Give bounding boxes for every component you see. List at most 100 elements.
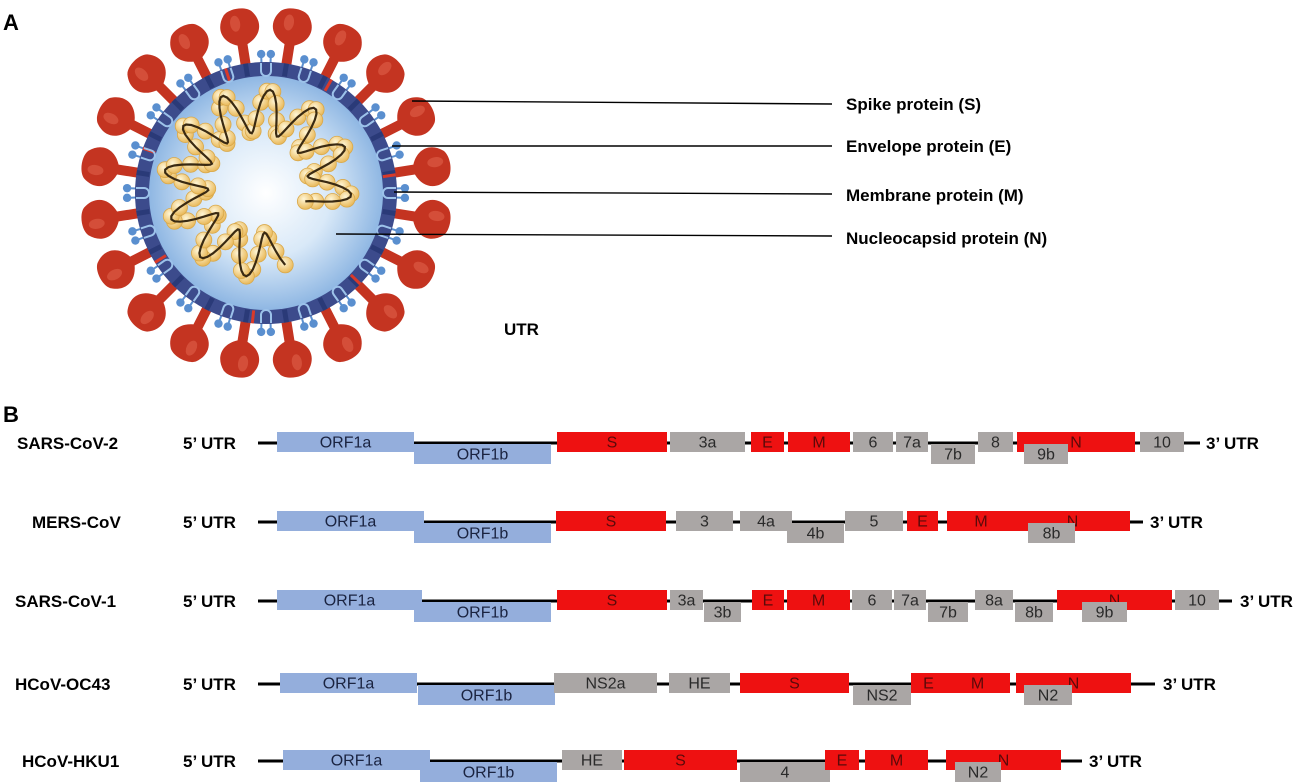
envelope-protein-mark bbox=[281, 63, 289, 77]
gene-label: E bbox=[837, 753, 848, 770]
membrane-protein-dot bbox=[347, 79, 356, 88]
gene-box bbox=[414, 602, 551, 622]
gene-label: NS2 bbox=[866, 688, 897, 705]
gene-s: S bbox=[624, 750, 737, 770]
gene-9b: 9b bbox=[1024, 444, 1068, 464]
gene-4a: 4a bbox=[740, 511, 792, 531]
gene-label: 7a bbox=[901, 593, 919, 610]
gene-label: 7b bbox=[939, 605, 957, 622]
gene-label: E bbox=[762, 435, 773, 452]
membrane-protein-dot bbox=[392, 236, 401, 245]
gene-label: 6 bbox=[869, 435, 878, 452]
utr-3prime: 3’ UTR bbox=[1163, 675, 1216, 694]
membrane-protein-dot bbox=[152, 274, 161, 283]
gene-label: M bbox=[812, 593, 825, 610]
gene-box bbox=[852, 590, 892, 610]
membrane-protein-dot bbox=[146, 266, 155, 275]
gene-label: E bbox=[923, 676, 934, 693]
gene-7b: 7b bbox=[931, 444, 975, 464]
membrane-loop bbox=[184, 84, 201, 101]
membrane-protein-dot bbox=[309, 319, 318, 328]
gene-box bbox=[787, 590, 850, 610]
membrane-protein-dot bbox=[377, 111, 386, 120]
gene-box bbox=[853, 685, 911, 705]
gene-label: ORF1b bbox=[461, 688, 513, 705]
strain-name: SARS-CoV-1 bbox=[15, 592, 116, 611]
gene-orf1b: ORF1b bbox=[414, 444, 551, 464]
gene-label: N bbox=[998, 753, 1010, 770]
gene-box bbox=[1028, 523, 1075, 543]
membrane-loop bbox=[136, 187, 150, 199]
membrane-protein-dot bbox=[128, 227, 137, 236]
gene-box bbox=[931, 444, 975, 464]
gene-box bbox=[751, 432, 784, 452]
envelope-protein-mark bbox=[317, 75, 328, 89]
envelope-protein-red bbox=[154, 254, 167, 264]
gene-box bbox=[928, 602, 968, 622]
gene-label: ORF1b bbox=[457, 526, 509, 543]
envelope-protein-red bbox=[224, 67, 231, 82]
envelope-protein-mark bbox=[370, 244, 384, 255]
gene-label: 9b bbox=[1037, 447, 1055, 464]
gene-box bbox=[978, 432, 1013, 452]
label-nucleocapsid-protein: Nucleocapsid protein (N) bbox=[846, 229, 1047, 248]
gene-label: ORF1a bbox=[325, 514, 377, 531]
gene-label: M bbox=[812, 435, 825, 452]
gene-box bbox=[1140, 432, 1184, 452]
gene-n2: N2 bbox=[1024, 685, 1072, 705]
gene-box bbox=[945, 673, 1010, 693]
gene-box bbox=[853, 432, 893, 452]
gene-3: 3 bbox=[676, 511, 733, 531]
membrane-protein-dot bbox=[214, 58, 223, 67]
spike-protein bbox=[351, 54, 405, 108]
spike-protein bbox=[81, 199, 143, 239]
panel-letter-a: A bbox=[3, 10, 19, 35]
spike-proteins bbox=[81, 8, 451, 378]
envelope-protein-mark bbox=[204, 297, 215, 311]
gene-label: S bbox=[607, 435, 618, 452]
callout-line-membrane bbox=[393, 191, 833, 195]
gene-box bbox=[554, 673, 657, 693]
envelope-protein-mark bbox=[148, 131, 162, 142]
gene-label: 3b bbox=[714, 605, 732, 622]
membrane-protein-dot bbox=[223, 322, 232, 331]
utr-5prime: 5’ UTR bbox=[183, 675, 236, 694]
gene-4b: 4b bbox=[787, 523, 844, 543]
gene-box bbox=[562, 750, 622, 770]
gene-s: S bbox=[557, 432, 667, 452]
membrane-loop bbox=[220, 67, 235, 83]
envelope-protein-mark bbox=[136, 170, 150, 178]
membrane-loop bbox=[331, 84, 348, 101]
envelope-protein-mark bbox=[243, 309, 251, 323]
gene-orf1a: ORF1a bbox=[277, 590, 422, 610]
membrane-protein-dot bbox=[122, 193, 132, 203]
gene-box bbox=[894, 590, 926, 610]
membrane-loop bbox=[297, 303, 312, 319]
gene-label: 10 bbox=[1188, 593, 1206, 610]
gene-3a: 3a bbox=[670, 590, 703, 610]
callout-line-spike bbox=[411, 100, 833, 105]
membrane-protein-dot bbox=[400, 183, 410, 193]
gene-box bbox=[788, 432, 850, 452]
membrane-loop bbox=[376, 224, 392, 239]
gene-orf1a: ORF1a bbox=[277, 432, 414, 452]
gene-label: M bbox=[971, 676, 984, 693]
gene-orf1b: ORF1b bbox=[420, 762, 557, 782]
gene-label: E bbox=[917, 514, 928, 531]
membrane-loop bbox=[184, 285, 201, 302]
spike-protein bbox=[272, 8, 312, 70]
gene-label: N bbox=[1067, 514, 1079, 531]
gene-box bbox=[752, 590, 784, 610]
gene-box bbox=[896, 432, 928, 452]
gene-label: ORF1b bbox=[463, 765, 515, 782]
gene-orf1a: ORF1a bbox=[277, 511, 424, 531]
envelope-protein-mark bbox=[243, 63, 251, 77]
gene-orf1b: ORF1b bbox=[414, 523, 551, 543]
gene-label: M bbox=[974, 514, 987, 531]
gene-6: 6 bbox=[853, 432, 893, 452]
gene-3a: 3a bbox=[670, 432, 745, 452]
spike-protein bbox=[351, 278, 405, 332]
